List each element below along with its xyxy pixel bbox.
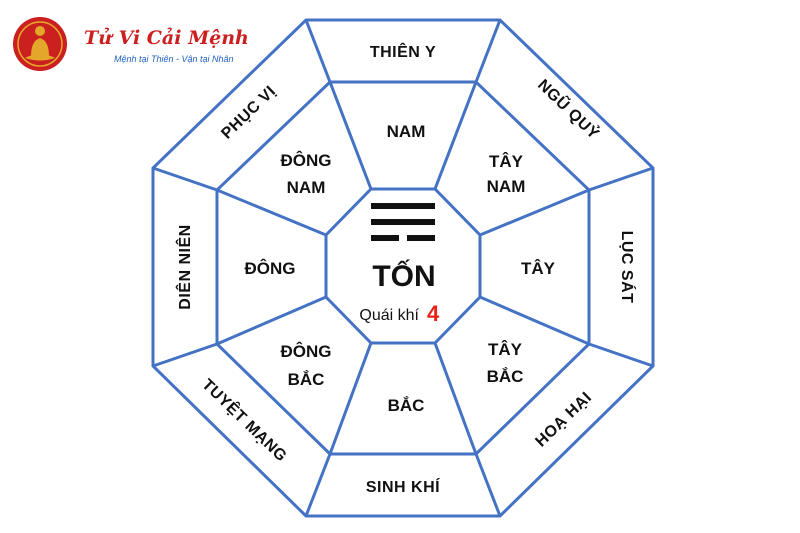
trigram-name: TỐN — [372, 259, 435, 293]
direction-dong-nam-line1: ĐÔNG — [281, 151, 332, 170]
star-thien-y: THIÊN Y — [370, 42, 436, 61]
site-logo[interactable]: Tử Vi Cải Mệnh Mệnh tại Thiên - Vận tại … — [13, 17, 249, 71]
logo-subtitle: Mệnh tại Thiên - Vận tại Nhân — [114, 54, 234, 64]
direction-dong-bac-line2: BẮC — [288, 370, 325, 389]
star-luc-sat: LỤC SÁT — [618, 231, 637, 304]
direction-tay-nam-line1: TÂY — [489, 152, 524, 171]
direction-nam: NAM — [387, 122, 426, 141]
logo-title: Tử Vi Cải Mệnh — [84, 27, 249, 49]
star-dien-nien: DIÊN NIÊN — [175, 224, 194, 309]
star-sinh-khi: SINH KHÍ — [366, 477, 440, 496]
direction-dong-bac-line1: ĐÔNG — [281, 342, 332, 361]
direction-tay: TÂY — [521, 259, 556, 278]
star-tuyet-mang: TUYỆT MẠNG — [198, 375, 291, 466]
trigram-line-top — [371, 203, 435, 209]
direction-tay-bac-line2: BẮC — [487, 367, 524, 386]
trigram-line-bottom-right — [407, 235, 435, 241]
direction-dong: ĐÔNG — [245, 259, 296, 278]
quai-khi-label: Quái khí — [359, 307, 419, 324]
logo-ring — [17, 21, 63, 67]
star-phuc-vi: PHỤC VỊ — [218, 83, 279, 143]
trigram-line-bottom-left — [371, 235, 399, 241]
direction-bac: BẮC — [388, 396, 425, 415]
trigram-ton-icon — [371, 203, 435, 241]
sector-dividers — [152, 19, 654, 517]
trigram-line-middle — [371, 219, 435, 225]
direction-tay-bac-line1: TÂY — [488, 340, 523, 359]
direction-tay-nam-line2: NAM — [487, 177, 526, 196]
direction-dong-nam-line2: NAM — [287, 178, 326, 197]
quai-khi-number: 4 — [427, 301, 440, 326]
buddha-icon — [25, 26, 55, 61]
star-hoa-hai: HOẠ HẠI — [532, 389, 595, 451]
